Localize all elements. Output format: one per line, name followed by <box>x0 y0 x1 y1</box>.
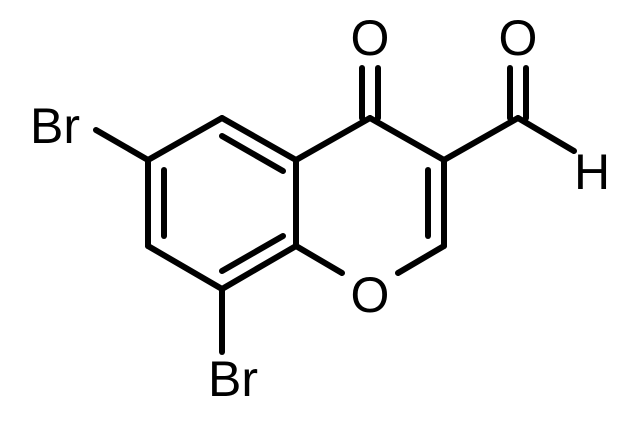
atom-h-aldehyde: H <box>574 144 610 200</box>
bond-c6-br <box>93 127 151 163</box>
bond-inner-c4a-c5 <box>219 133 286 174</box>
bond-c8-c8a <box>219 243 299 292</box>
bond-c5-c6 <box>145 115 225 163</box>
bromine-substituents <box>93 127 225 355</box>
atom-br-6: Br <box>30 98 80 154</box>
atom-br-8: Br <box>208 351 258 407</box>
bond-c4a-c4 <box>293 115 373 163</box>
aldehyde-group <box>441 65 577 163</box>
benzene-ring <box>145 115 299 292</box>
pyranone-ring <box>293 115 447 276</box>
ketone-group <box>359 65 381 121</box>
atom-o-aldehyde: O <box>499 10 538 66</box>
bond-c2-o1 <box>395 243 447 276</box>
bond-cho-h <box>515 115 577 154</box>
bond-c4a-c5 <box>219 115 299 163</box>
atom-o-ketone: O <box>351 10 390 66</box>
bond-inner-c8-c8a <box>219 233 286 274</box>
atom-o-ring: O <box>351 267 390 323</box>
bond-c4-c3 <box>367 115 447 163</box>
bond-c3-cho <box>441 115 521 163</box>
bond-c7-c8 <box>145 243 225 292</box>
bond-o1-c8a <box>293 243 345 276</box>
